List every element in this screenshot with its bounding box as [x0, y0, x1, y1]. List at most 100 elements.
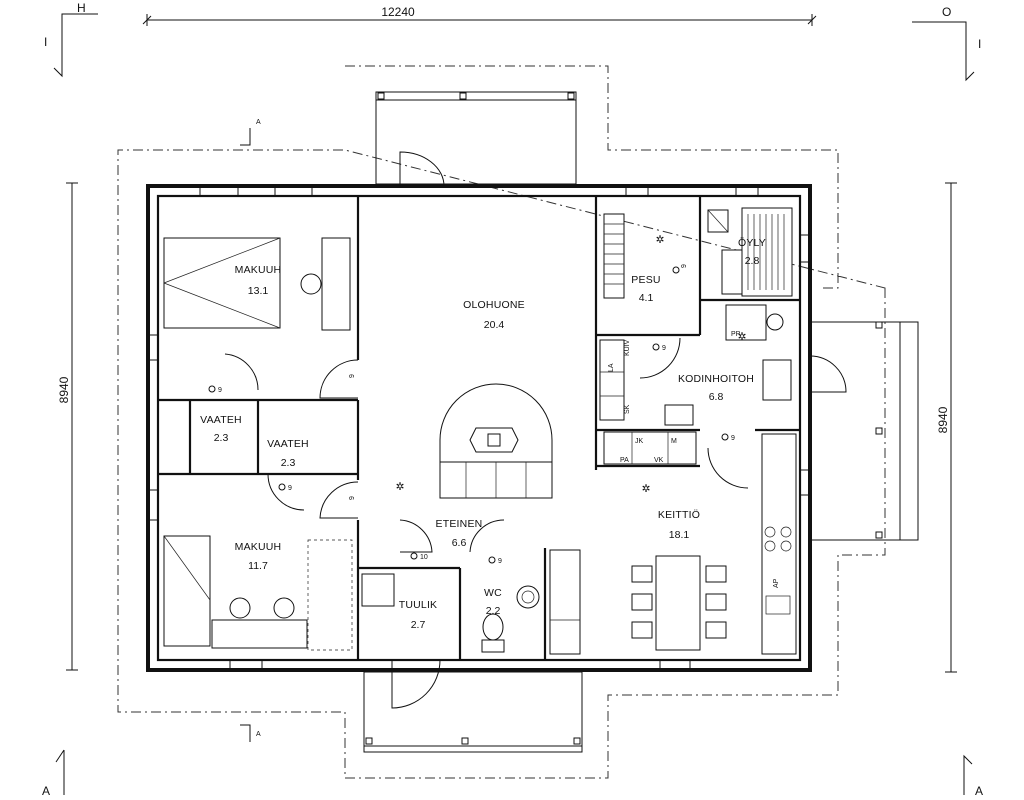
label-ap: AP [773, 578, 780, 588]
dimension-right-label: 8940 [936, 406, 950, 433]
closet-label: 9 [681, 264, 688, 268]
section-letter-a-bottom-left: A [42, 784, 50, 798]
closet-label: 9 [349, 496, 356, 500]
room-name: WC [484, 587, 502, 599]
entry-cabinet [549, 549, 581, 655]
light-icon-1: ✲ [396, 481, 405, 493]
closet-label: 10 [420, 554, 428, 561]
room-area: 2.7 [411, 619, 426, 631]
room-name: VAATEH [200, 414, 242, 426]
chair-bedroom-2a [229, 597, 251, 619]
cut-mark-a-top: A [240, 119, 261, 146]
room-kodinhoitoh: KODINHOITOH 6.8 [678, 373, 754, 403]
closet-markers: 9 9 9 9 9 9 9 10 9 [208, 264, 735, 565]
closet-label: 9 [349, 374, 356, 378]
room-tuulik: TUULIK 2.7 [399, 599, 438, 631]
label-la: LA [608, 363, 615, 372]
room-olohuone: OLOHUONE 20.4 [463, 299, 525, 331]
label-kuiv: KUIV [624, 339, 631, 356]
kitchen-counter [761, 433, 797, 655]
room-area: 6.6 [452, 537, 467, 549]
room-area: 2.3 [214, 432, 229, 444]
cut-mark-a-bottom: A [240, 724, 261, 742]
stool-bedroom-1 [300, 273, 322, 295]
exterior-walls [146, 184, 812, 672]
room-name: TUULIK [399, 599, 438, 611]
dimension-right: 8940 [936, 182, 957, 673]
section-mark-bottom-left: A [42, 749, 65, 798]
room-area: 11.7 [248, 560, 268, 572]
room-pesu: PESU 4.1 [631, 274, 660, 304]
porch-bottom [363, 671, 583, 753]
dimension-left-label: 8940 [57, 376, 71, 403]
cut-letter-bottom: A [256, 731, 261, 738]
room-makuuh-2: MAKUUH 11.7 [235, 541, 282, 572]
utility-radiator [762, 359, 792, 401]
section-letter-o: O [942, 5, 951, 19]
desk-bedroom-2 [211, 619, 308, 649]
room-name: KEITTIÖ [658, 509, 700, 521]
utility-sink [725, 304, 767, 341]
label-pa: PA [620, 457, 629, 464]
section-mark-bottom-right: A [963, 754, 983, 798]
dining-table [631, 555, 727, 651]
bed-bedroom-1 [163, 237, 281, 329]
utility-basin [766, 313, 784, 331]
room-area: 6.8 [709, 391, 724, 403]
label-m: M [671, 438, 677, 445]
room-eteinen: ETEINEN 6.6 [436, 518, 483, 549]
label-vk: VK [654, 457, 664, 464]
section-letter-left: I [44, 35, 47, 49]
light-icon-2: ✲ [642, 483, 651, 495]
tuulik-bench [361, 573, 395, 607]
room-vaateh-2: VAATEH 2.3 [267, 438, 309, 469]
dimension-left: 8940 [57, 182, 78, 671]
room-name: ÖYLY [738, 237, 766, 249]
dimension-top-label: 12240 [381, 5, 415, 19]
section-letter-right: I [978, 37, 981, 51]
room-name: MAKUUH [235, 541, 282, 553]
label-jk: JK [635, 438, 644, 445]
doors [224, 151, 847, 709]
room-name: VAATEH [267, 438, 309, 450]
pesu-bench [603, 213, 625, 299]
closet-label: 9 [218, 387, 222, 394]
room-area: 2.2 [486, 605, 501, 617]
closet-label: 9 [288, 485, 292, 492]
room-keittio: KEITTIÖ 18.1 [658, 509, 700, 541]
cut-letter-top: A [256, 119, 261, 126]
closet-label: 9 [662, 345, 666, 352]
interior-walls [158, 196, 800, 660]
section-letter-h: H [77, 1, 86, 15]
utility-cabinets [603, 431, 697, 465]
room-name: ETEINEN [436, 518, 483, 530]
room-wc: WC 2.2 [484, 587, 502, 617]
light-icon-3: ✲ [738, 331, 747, 343]
room-name: PESU [631, 274, 660, 286]
utility-shelf [664, 404, 694, 426]
room-area: 2.8 [745, 255, 760, 267]
desk-bedroom-1 [321, 237, 351, 331]
sauna-benches [707, 207, 793, 297]
roof-outline [117, 65, 886, 779]
bed-bedroom-2 [163, 535, 211, 647]
room-name: OLOHUONE [463, 299, 525, 311]
shower-star-icon: ✲ [656, 234, 665, 246]
porch-top [375, 91, 577, 185]
room-name: MAKUUH [235, 264, 282, 276]
porch-right [809, 321, 919, 541]
dimension-top: 12240 [142, 5, 817, 26]
fireplace [439, 383, 553, 499]
label-sk: SK [624, 404, 631, 414]
room-makuuh-1: MAKUUH 13.1 [235, 264, 282, 297]
closet-label: 9 [731, 435, 735, 442]
room-name: KODINHOITOH [678, 373, 754, 385]
section-letter-a-bottom-right: A [975, 784, 983, 798]
label-pp: PP [731, 331, 741, 338]
chair-bedroom-2b [273, 597, 295, 619]
room-area: 18.1 [669, 529, 690, 541]
room-area: 20.4 [484, 319, 505, 331]
room-oyly: ÖYLY 2.8 [738, 237, 766, 267]
wc-fixtures [481, 585, 540, 653]
